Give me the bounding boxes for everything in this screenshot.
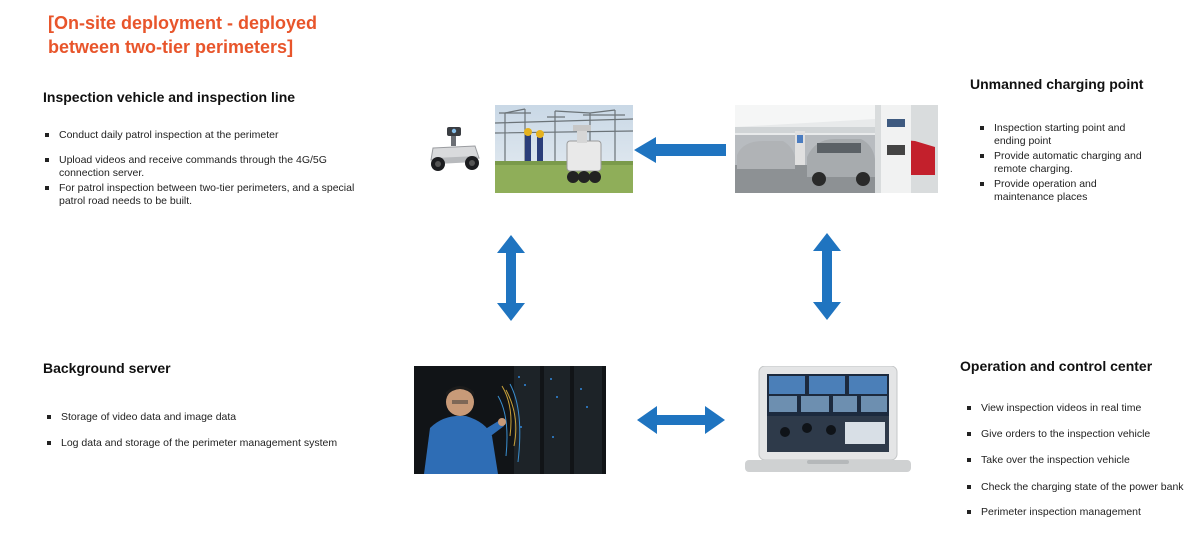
inspection-vehicle-photo xyxy=(495,105,633,193)
double-arrow-icon xyxy=(812,233,842,320)
list-item: Perimeter inspection management xyxy=(966,506,1196,519)
list-item: Check the charging state of the power ba… xyxy=(966,481,1196,494)
list-item: Provide operation and maintenance places xyxy=(979,178,1144,204)
list-item: View inspection videos in real time xyxy=(966,402,1196,415)
page-title: [On-site deployment - deployed between t… xyxy=(48,13,318,57)
list-item: Log data and storage of the perimeter ma… xyxy=(46,437,386,450)
control-heading: Operation and control center xyxy=(960,358,1153,374)
double-arrow-icon xyxy=(496,235,526,321)
server-heading: Background server xyxy=(43,360,171,376)
server-room-photo xyxy=(414,366,606,474)
vehicle-list: Conduct daily patrol inspection at the p… xyxy=(44,129,379,208)
control-list: View inspection videos in real time Give… xyxy=(966,402,1196,519)
left-arrow-icon xyxy=(634,136,728,164)
list-item: Conduct daily patrol inspection at the p… xyxy=(44,129,379,142)
list-item: Take over the inspection vehicle xyxy=(966,454,1196,467)
list-item: Storage of video data and image data xyxy=(46,411,386,424)
server-list: Storage of video data and image data Log… xyxy=(46,411,386,450)
list-item: Provide automatic charging and remote ch… xyxy=(979,150,1144,176)
inspection-robot-icon xyxy=(425,124,487,176)
charging-list: Inspection starting point and ending poi… xyxy=(979,122,1144,204)
list-item: Upload videos and receive commands throu… xyxy=(44,154,359,180)
control-center-laptop xyxy=(745,365,911,476)
charging-station-photo xyxy=(735,105,938,193)
charging-heading: Unmanned charging point xyxy=(970,76,1144,92)
list-item: Inspection starting point and ending poi… xyxy=(979,122,1144,148)
list-item: For patrol inspection between two-tier p… xyxy=(44,182,379,208)
double-arrow-icon xyxy=(637,405,725,435)
vehicle-heading: Inspection vehicle and inspection line xyxy=(43,89,296,105)
list-item: Give orders to the inspection vehicle xyxy=(966,428,1196,441)
